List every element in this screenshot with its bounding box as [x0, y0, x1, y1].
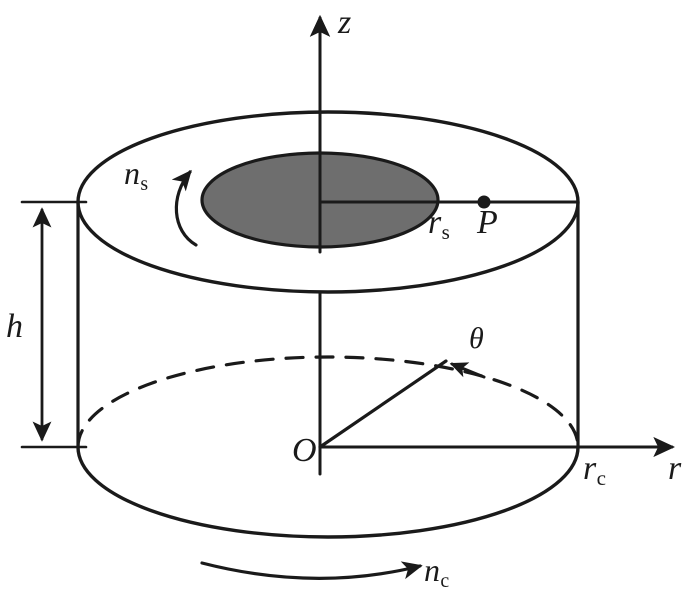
casing-rotation-arrow-nc [200, 561, 423, 580]
disc-radius-base: r [428, 204, 442, 241]
shaft-rotation-base: n [124, 155, 140, 191]
cylinder-bottom-back-arc-dashed [76, 355, 580, 449]
shaft-rotation-label-ns: ns [124, 155, 148, 194]
casing-rotation-base: n [424, 552, 440, 588]
point-p-label: P [477, 204, 498, 241]
cylinder-bottom-front-arc [76, 445, 580, 539]
disc-radius-label: rs [428, 204, 450, 243]
cylinder-radius-base: r [583, 450, 597, 487]
theta-angle-arrow [449, 362, 486, 379]
z-axis-label: z [338, 4, 352, 41]
height-dimension-label: h [6, 308, 23, 345]
point-p-marker [477, 195, 491, 209]
casing-rotation-subscript: c [440, 569, 450, 592]
cylinder-radius-label: rc [583, 450, 606, 489]
theta-angle-label: θ [469, 322, 484, 355]
cylinder-radius-subscript: c [596, 466, 606, 491]
shaft-rotation-arrow-ns [171, 169, 198, 247]
casing-rotation-label-nc: nc [424, 552, 449, 591]
shaft-rotation-subscript: s [140, 172, 149, 195]
origin-label: O [292, 432, 317, 469]
theta-radius-line [318, 359, 448, 449]
disc-radius-subscript: s [441, 220, 450, 245]
r-axis-label: r [668, 450, 682, 487]
